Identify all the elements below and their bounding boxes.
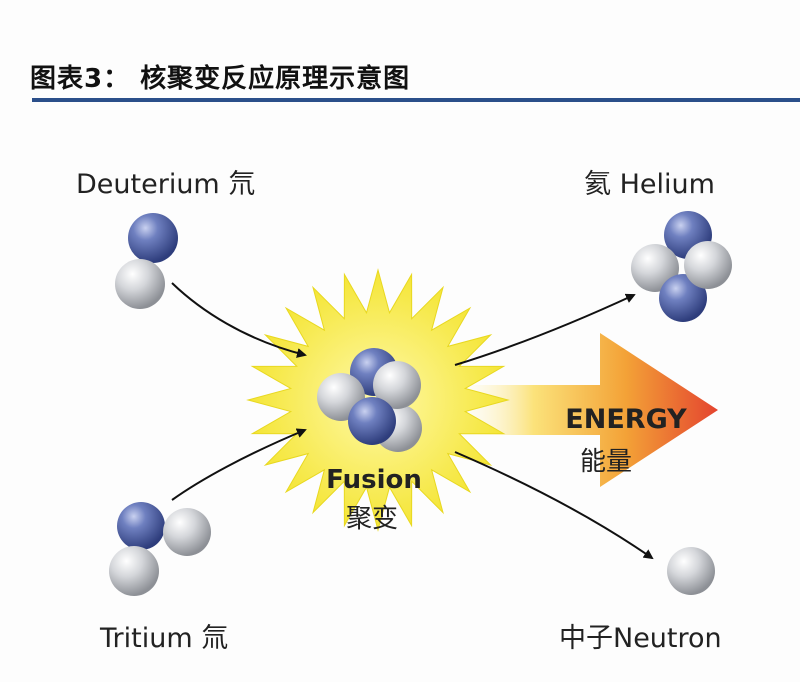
fusion-label: Fusion [326, 465, 422, 495]
nucleus-proton-bottom [348, 397, 396, 445]
helium-label: 氦 Helium [584, 169, 715, 200]
figure-title: 图表3： 核聚变反应原理示意图 [30, 64, 411, 94]
tritium-atom [109, 502, 211, 596]
energy-arrow [455, 333, 718, 487]
arrow-deuterium-to-fusion [171, 282, 307, 358]
tritium-label: Tritium 氚 [99, 623, 228, 654]
free-neutron [667, 547, 715, 595]
deuterium-label: Deuterium 氘 [76, 169, 255, 200]
energy-label: ENERGY [565, 404, 687, 435]
fusion-nucleus [317, 348, 422, 452]
helium-proton-bottom [659, 274, 707, 322]
helium-neutron-left [631, 244, 679, 292]
tritium-proton [117, 502, 165, 550]
deuterium-proton [128, 213, 178, 263]
tritium-neutron-2 [109, 546, 159, 596]
deuterium-neutron [115, 259, 165, 309]
helium-neutron-right [684, 241, 732, 289]
energy-cn-label: 能量 [580, 447, 632, 477]
nucleus-neutron-right [373, 361, 421, 409]
tritium-neutron-1 [163, 508, 211, 556]
helium-atom [631, 211, 732, 322]
deuterium-atom [115, 213, 178, 309]
fusion-cn-label: 聚变 [346, 504, 398, 534]
neutron-label: 中子Neutron [559, 623, 722, 654]
title-underline [32, 98, 800, 102]
arrow-tritium-to-fusion [171, 428, 307, 501]
arrow-fusion-to-neutron [454, 451, 654, 560]
arrow-fusion-to-helium [454, 293, 636, 366]
